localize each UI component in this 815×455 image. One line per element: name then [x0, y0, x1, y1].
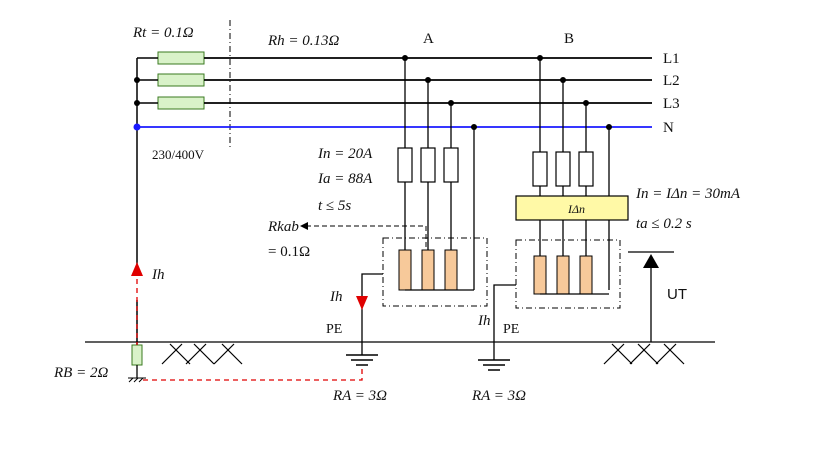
load-a-1 — [398, 249, 412, 291]
rcd-box — [515, 195, 629, 221]
rt-label: Rt = 0.1Ω — [132, 25, 194, 41]
ra-a-label: RA = 3Ω — [332, 388, 387, 404]
t-a-label: t ≤ 5s — [318, 198, 351, 214]
l1-label: L1 — [663, 51, 680, 67]
consumer-a-taps — [397, 55, 477, 290]
pe-conductor-a — [361, 273, 383, 355]
fuse-a-l2 — [420, 147, 436, 183]
fuse-a-l1 — [397, 147, 413, 183]
consumer-b-lower — [539, 220, 610, 290]
load-a-2 — [421, 249, 435, 291]
rkab-label: Rkab — [267, 219, 299, 235]
consumer-a-enclosure — [382, 237, 488, 307]
in-a-label: In = 20A — [317, 146, 373, 162]
l2-label: L2 — [663, 73, 680, 89]
load-b-2 — [556, 255, 570, 295]
consumer-b-taps — [532, 55, 612, 196]
fault-arrow-up — [131, 262, 143, 276]
ut-arrow-head — [643, 254, 659, 268]
fault-arrow-a — [356, 296, 368, 310]
ra-b-label: RA = 3Ω — [471, 388, 526, 404]
rt-resistor-l1 — [157, 51, 205, 65]
load-b-1 — [533, 255, 547, 295]
phase-a-label: A — [423, 31, 434, 47]
fault-return-ground — [143, 368, 363, 381]
fuse-b-l2 — [555, 151, 571, 187]
ut-label: UT — [667, 286, 687, 303]
rkab-value: = 0.1Ω — [268, 244, 310, 260]
rcd-label: IΔn — [567, 202, 585, 216]
junction-dot — [134, 77, 140, 83]
ia-a-label: Ia = 88A — [317, 171, 373, 187]
neutral-junction-dot — [133, 123, 141, 131]
ih-left-label: Ih — [151, 267, 165, 283]
load-b-3 — [579, 255, 593, 295]
in-b-label: In = IΔn = 30mA — [635, 186, 741, 202]
junction-dot — [134, 100, 140, 106]
ground-hatch — [161, 343, 685, 365]
rb-electrode — [131, 344, 143, 366]
ta-b-label: ta ≤ 0.2 s — [636, 216, 692, 232]
load-a-3 — [444, 249, 458, 291]
rt-resistor-l3 — [157, 96, 205, 110]
l3-label: L3 — [663, 96, 680, 112]
pe-conductor-b — [493, 284, 516, 360]
n-label: N — [663, 120, 674, 136]
ih-a-label: Ih — [329, 289, 343, 305]
fuse-b-l3 — [578, 151, 594, 187]
voltage-label: 230/400V — [152, 147, 205, 162]
rb-label: RB = 2Ω — [53, 365, 108, 381]
fuse-a-l3 — [443, 147, 459, 183]
ih-b-label: Ih — [477, 313, 491, 329]
rh-label: Rh = 0.13Ω — [267, 33, 340, 49]
rt-resistor-l2 — [157, 73, 205, 87]
fuse-b-l1 — [532, 151, 548, 187]
rkab-pointer-head — [300, 222, 308, 230]
phase-b-label: B — [564, 31, 574, 47]
rb-earth-symbol — [128, 377, 146, 383]
pe-b-label: PE — [503, 322, 519, 337]
pe-a-label: PE — [326, 322, 342, 337]
consumer-b-enclosure — [515, 239, 621, 309]
